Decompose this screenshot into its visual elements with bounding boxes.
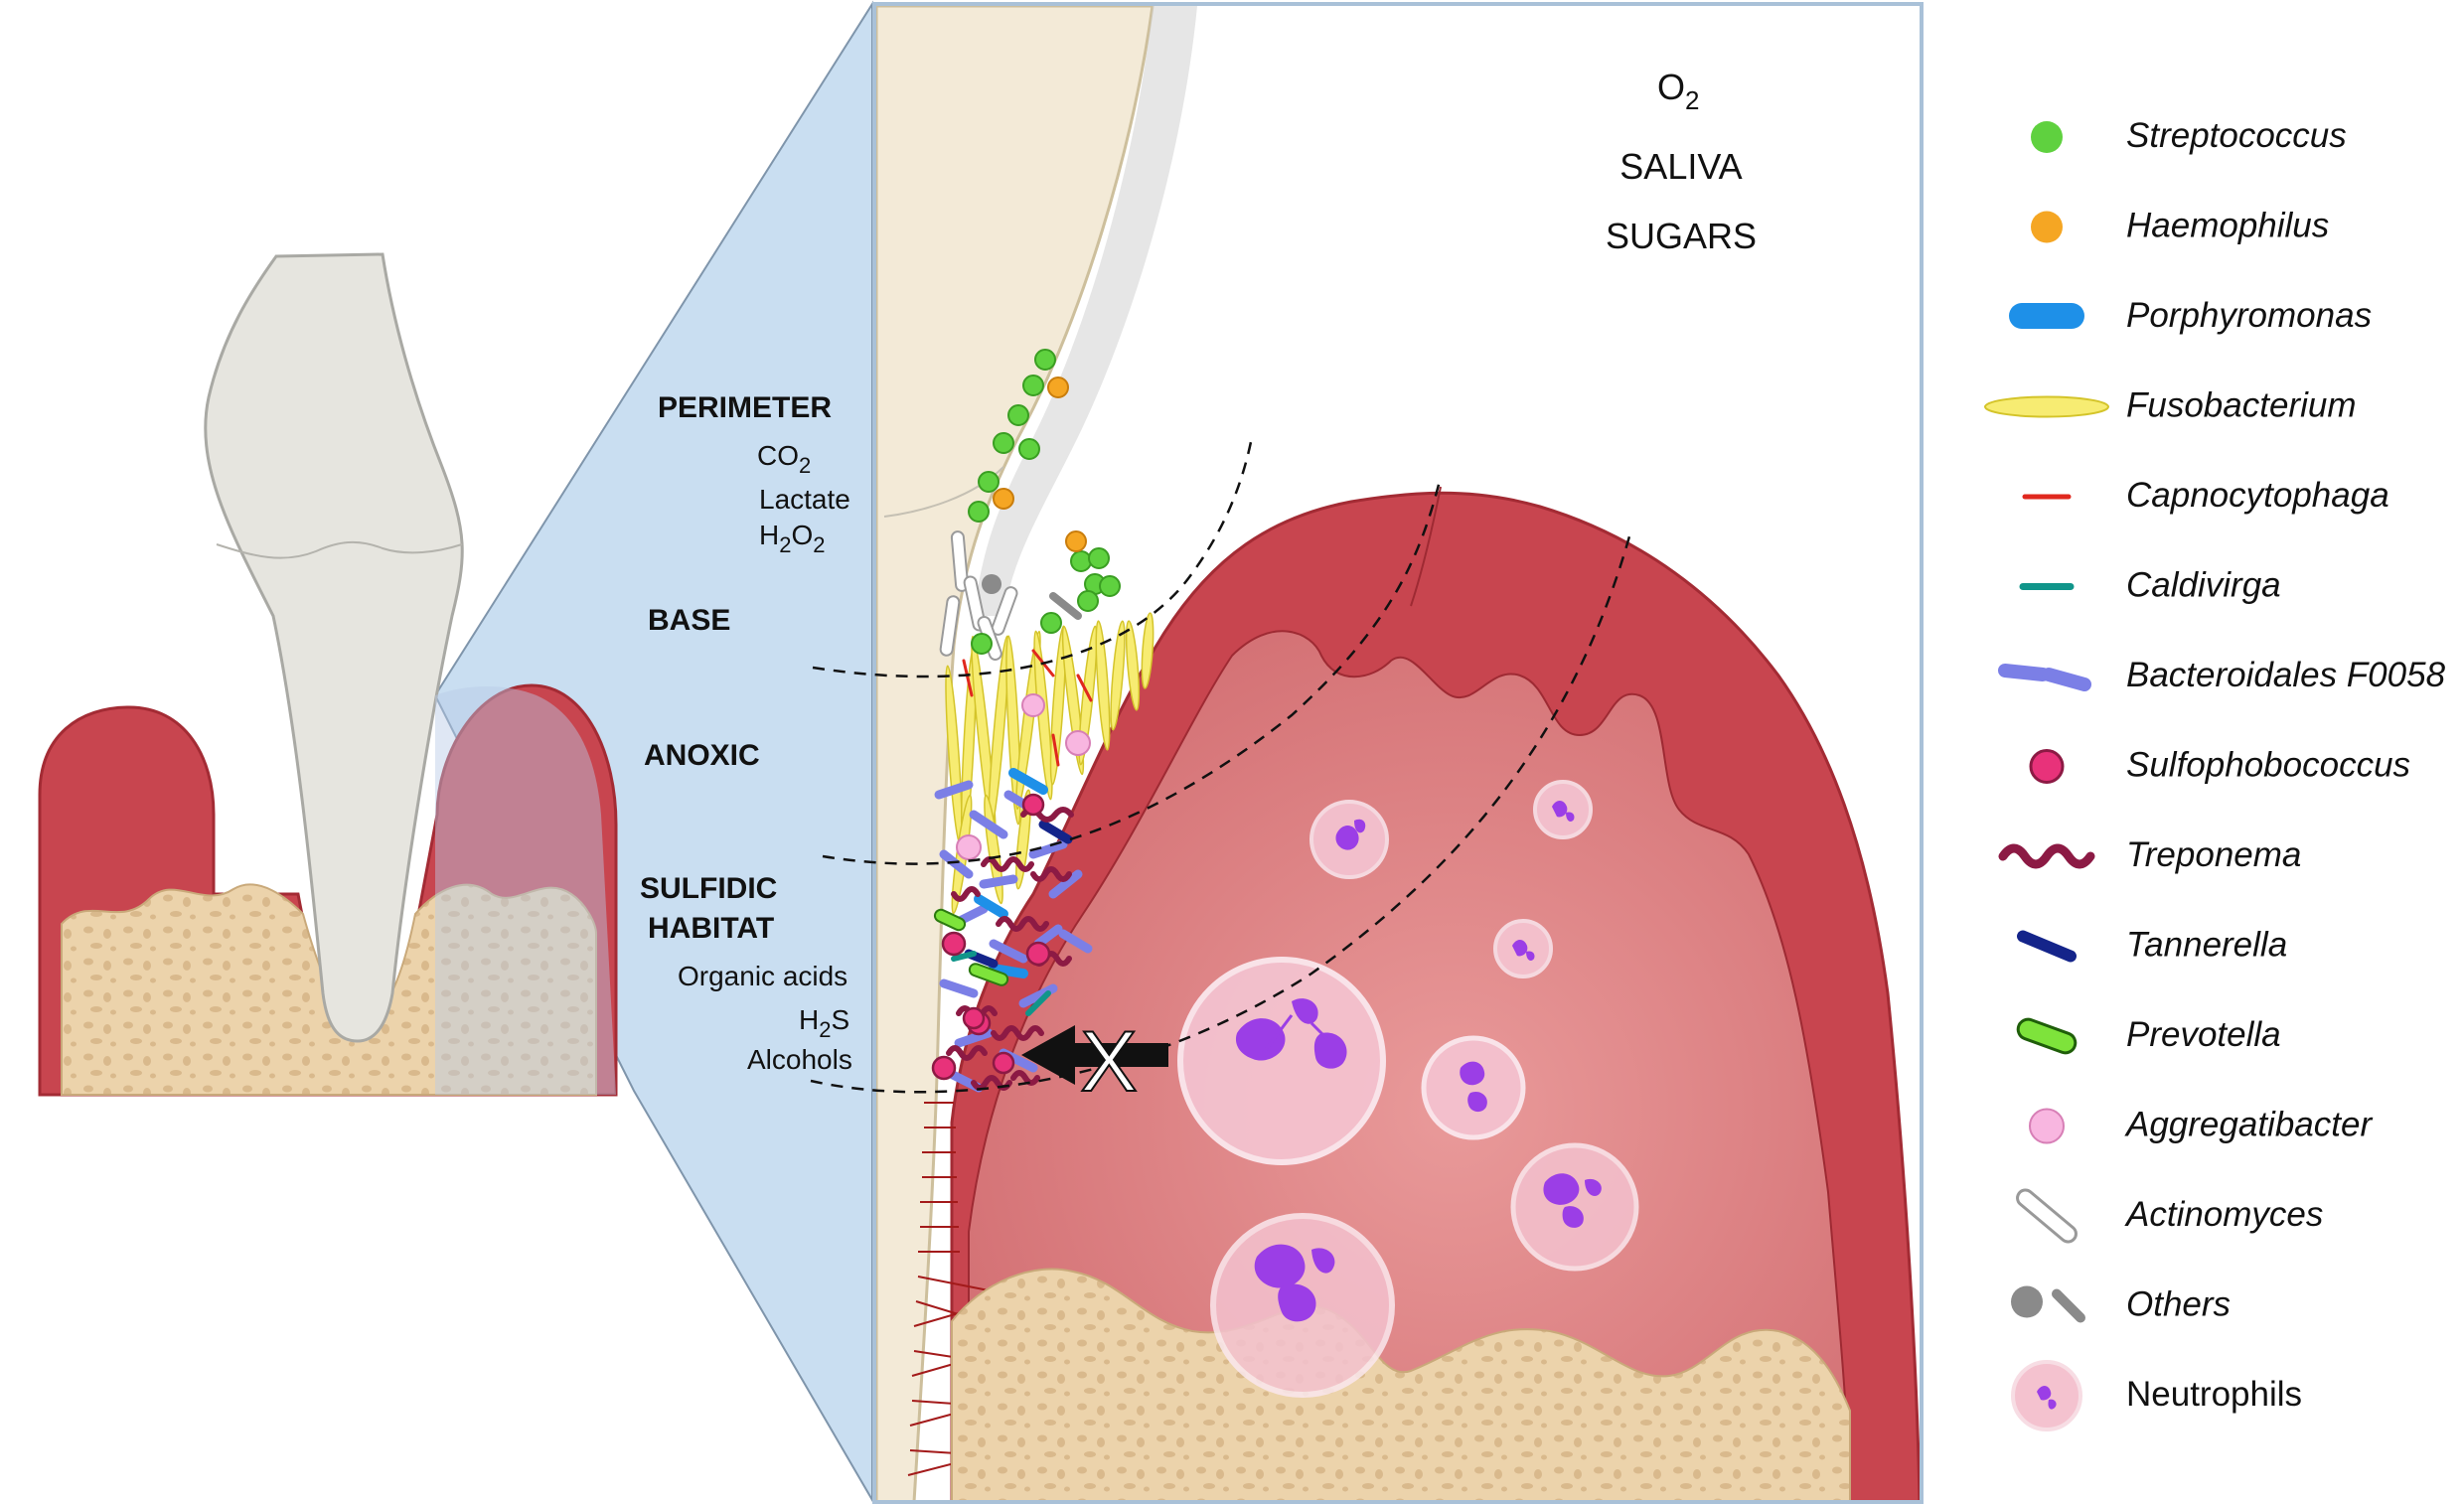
aggregatibacter-cells bbox=[956, 693, 1091, 860]
legend-item: Fusobacterium bbox=[1984, 386, 2356, 425]
caldivirga-cells bbox=[951, 951, 1051, 1016]
legend-label: Prevotella bbox=[2126, 1015, 2281, 1054]
legend-label: Bacteroidales F0058 bbox=[2126, 656, 2446, 694]
blocked-marker: X bbox=[1080, 1014, 1137, 1110]
zone-sulfidic-title-2: HABITAT bbox=[648, 912, 774, 945]
overview-zoom-region bbox=[435, 686, 616, 1095]
sulfidic-h2s: H2S bbox=[799, 1004, 849, 1042]
gray-coccus-rod-icon bbox=[2011, 1285, 2085, 1323]
saliva-label: SALIVA bbox=[1619, 146, 1742, 187]
neutrophil bbox=[1510, 1142, 1639, 1272]
legend-item: Sulfophobococcus bbox=[2029, 746, 2410, 785]
legend-label: Haemophilus bbox=[2126, 207, 2329, 245]
legend-item: Capnocytophaga bbox=[2022, 476, 2389, 515]
neutrophil bbox=[1493, 919, 1553, 978]
sulfophobococcus-cells bbox=[931, 793, 1051, 1081]
legend-item: Caldivirga bbox=[2019, 566, 2281, 605]
yellow-fusiform-icon bbox=[1984, 395, 2109, 418]
neutrophil bbox=[1177, 957, 1386, 1165]
zone-labels: PERIMETER CO2 Lactate H2O2 BASE ANOXIC S… bbox=[640, 391, 852, 1075]
blue-rod-icon bbox=[2009, 303, 2084, 329]
outline-rod-icon bbox=[2016, 1188, 2078, 1244]
gingiva-fold-line bbox=[1410, 486, 1442, 607]
blocked-migration-arrow: X bbox=[1021, 1013, 1168, 1111]
legend-item: Treponema bbox=[1998, 835, 2301, 874]
legend-item: Aggregatibacter bbox=[2029, 1106, 2373, 1144]
biofilm bbox=[931, 349, 1155, 1093]
perimeter-h2o2: H2O2 bbox=[759, 520, 826, 557]
legend-item: Tannerella bbox=[2017, 926, 2287, 965]
spirochete-icon bbox=[1998, 843, 2095, 869]
tooth-overview bbox=[38, 252, 618, 1097]
green-coccus-icon bbox=[2031, 121, 2063, 153]
magenta-coccus-icon bbox=[2029, 749, 2065, 784]
tooth-crown-shadow bbox=[974, 6, 1197, 616]
legend-label: Others bbox=[2126, 1285, 2231, 1324]
perimeter-co2: CO2 bbox=[757, 440, 811, 478]
legend-label: Aggregatibacter bbox=[2124, 1106, 2373, 1144]
boundary-anoxic-sulfidic bbox=[810, 535, 1631, 1094]
streptococcus-cells bbox=[968, 349, 1121, 655]
legend-item: Porphyromonas bbox=[2009, 296, 2372, 335]
haemophilus-cells bbox=[993, 376, 1087, 552]
legend-item: Actinomyces bbox=[2016, 1188, 2323, 1244]
legend-item: Bacteroidales F0058 bbox=[1998, 656, 2446, 694]
environment-labels: O2 SALIVA SUGARS bbox=[1606, 67, 1757, 256]
legend: StreptococcusHaemophilusPorphyromonasFus… bbox=[1984, 116, 2446, 1431]
legend-item: Neutrophils bbox=[2011, 1360, 2302, 1431]
legend-label: Streptococcus bbox=[2126, 116, 2347, 155]
zone-base-title: BASE bbox=[648, 604, 730, 637]
boundary-base-anoxic bbox=[822, 476, 1443, 865]
actinomyces-cells bbox=[939, 530, 1018, 661]
overview-cej-line bbox=[216, 540, 463, 559]
neutrophils bbox=[1177, 780, 1639, 1398]
legend-label: Caldivirga bbox=[2126, 566, 2281, 605]
boundary-perimeter-base bbox=[812, 436, 1254, 678]
neutrophil bbox=[1421, 1035, 1526, 1140]
zone-sulfidic-title-1: SULFIDIC bbox=[640, 872, 777, 905]
gingiva-inner bbox=[968, 630, 1851, 1500]
zone-anoxic-title: ANOXIC bbox=[644, 739, 760, 772]
neutrophil bbox=[1210, 1213, 1395, 1398]
neutrophil bbox=[1533, 780, 1593, 839]
neutrophil bbox=[1309, 800, 1389, 879]
prevotella-cells bbox=[933, 908, 1009, 986]
capnocytophaga-cells bbox=[962, 649, 1093, 767]
zone-perimeter-title: PERIMETER bbox=[658, 391, 832, 424]
legend-label: Neutrophils bbox=[2126, 1375, 2302, 1414]
fusobacterium-layer bbox=[945, 612, 1155, 915]
legend-item: Haemophilus bbox=[2031, 207, 2329, 245]
overview-tooth bbox=[204, 252, 464, 1043]
legend-label: Treponema bbox=[2126, 835, 2301, 874]
pink-coccus-icon bbox=[2029, 1108, 2065, 1144]
other-cells bbox=[982, 574, 1082, 620]
neutrophil-icon bbox=[2011, 1360, 2082, 1431]
legend-label: Capnocytophaga bbox=[2126, 476, 2389, 515]
navy-rod-icon bbox=[2017, 930, 2077, 963]
legend-label: Tannerella bbox=[2126, 926, 2287, 965]
orange-coccus-icon bbox=[2031, 211, 2063, 243]
legend-label: Porphyromonas bbox=[2126, 296, 2372, 335]
legend-label: Sulfophobococcus bbox=[2126, 746, 2410, 785]
perimeter-lactate: Lactate bbox=[759, 484, 850, 515]
lavender-chain-icon bbox=[1998, 664, 2091, 691]
porphyromonas-cells bbox=[974, 768, 1048, 978]
legend-item: Others bbox=[2011, 1285, 2231, 1324]
legend-label: Fusobacterium bbox=[2126, 386, 2356, 425]
sugars-label: SUGARS bbox=[1606, 216, 1757, 256]
legend-label: Actinomyces bbox=[2124, 1195, 2323, 1234]
legend-item: Prevotella bbox=[2016, 1015, 2281, 1055]
green-capsule-icon bbox=[2016, 1017, 2078, 1055]
o2-label: O2 bbox=[1657, 67, 1699, 115]
alveolar-bone bbox=[951, 1268, 1851, 1500]
sulfidic-organic-acids: Organic acids bbox=[678, 961, 847, 991]
sulfidic-alcohols: Alcohols bbox=[747, 1044, 852, 1075]
legend-item: Streptococcus bbox=[2031, 116, 2347, 155]
